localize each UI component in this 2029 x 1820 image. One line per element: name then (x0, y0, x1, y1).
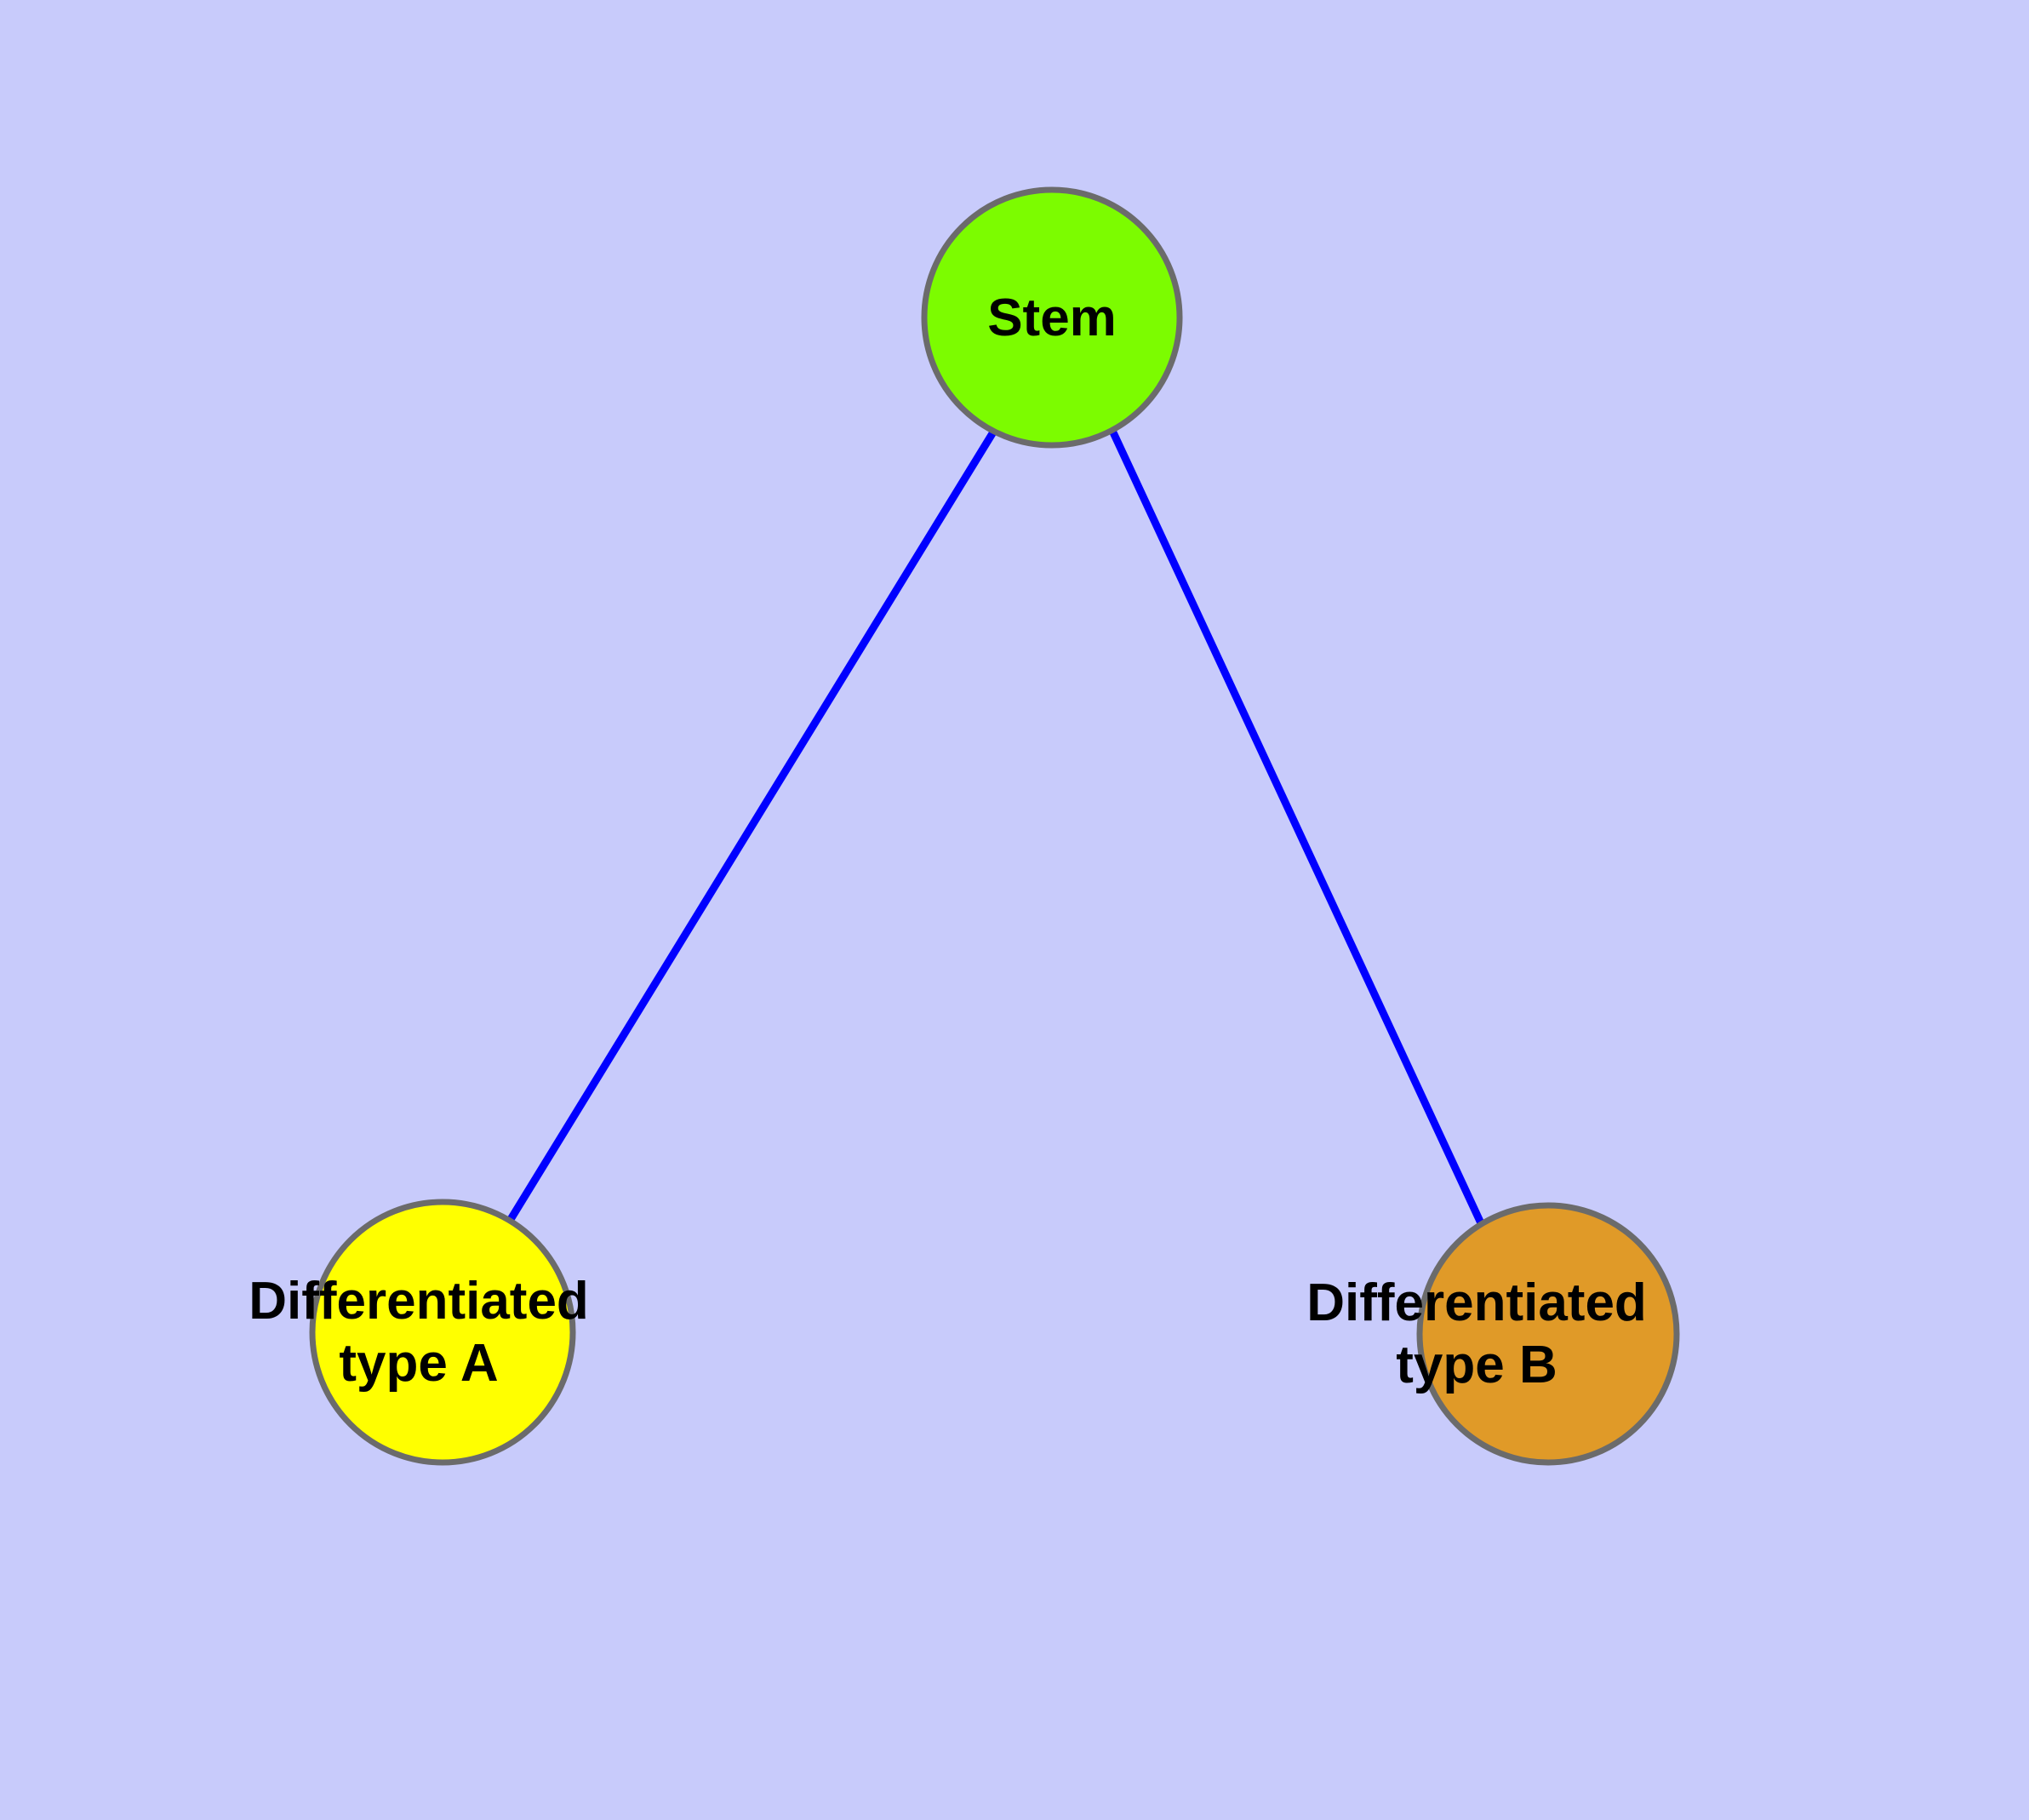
edge-stem-to-diff-b[interactable] (1109, 431, 1486, 1227)
edge-stem-to-diff-a[interactable] (506, 428, 997, 1223)
node-diff-a[interactable] (309, 1199, 576, 1466)
edges-group (506, 428, 1486, 1227)
node-stem[interactable] (921, 186, 1183, 449)
node-diff-b[interactable] (1416, 1202, 1680, 1466)
nodes-group (309, 186, 1680, 1466)
